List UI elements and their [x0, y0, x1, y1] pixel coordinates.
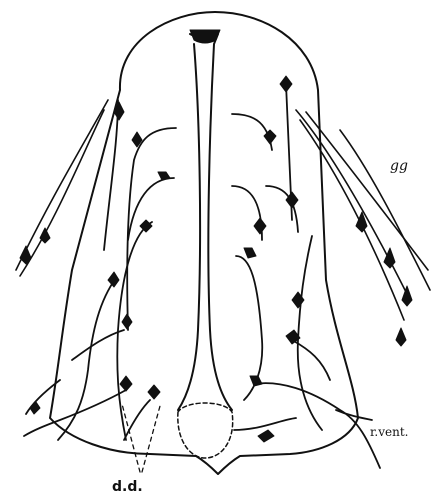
- ventral-root-label: r.vent.: [370, 425, 408, 439]
- neurons-right: [232, 76, 380, 468]
- ganglion-fibers-right: [296, 110, 430, 346]
- ganglion-label: gg: [390, 158, 408, 174]
- dorsal-label: d.d.: [112, 479, 143, 495]
- central-canal: [178, 34, 232, 410]
- dd-pointer-right: [142, 406, 160, 472]
- floor-plate: [178, 403, 233, 458]
- neurons-left: [24, 100, 176, 440]
